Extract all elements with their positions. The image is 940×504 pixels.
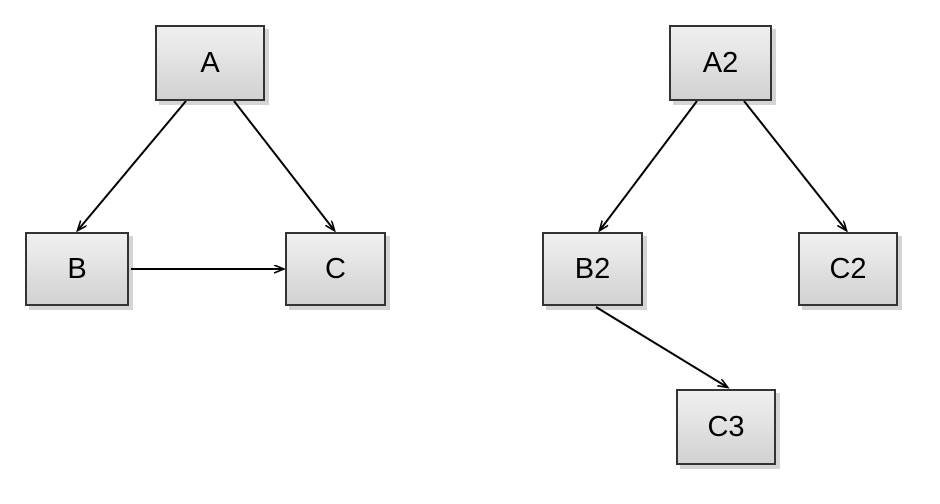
node-label-a2: A2 [702, 46, 739, 79]
node-b2[interactable]: B2 [542, 232, 643, 306]
edge-a-to-b [78, 100, 187, 230]
edge-lines [78, 100, 846, 387]
node-label-b2: B2 [574, 252, 611, 285]
node-label-c: C [325, 252, 346, 285]
edge-a2-to-b2 [600, 100, 698, 230]
node-a2[interactable]: A2 [669, 25, 772, 101]
node-label-b: B [67, 252, 87, 285]
node-label-c2: C2 [829, 252, 867, 285]
node-b[interactable]: B [25, 232, 129, 306]
node-c3[interactable]: C3 [676, 389, 776, 465]
edge-a2-to-c2 [743, 100, 846, 230]
node-c[interactable]: C [285, 232, 386, 306]
edge-b2-to-c3 [595, 306, 727, 387]
node-label-a: A [200, 46, 220, 79]
edge-a-to-c [233, 100, 334, 230]
node-a[interactable]: A [155, 25, 265, 101]
node-c2[interactable]: C2 [798, 232, 898, 306]
node-label-c3: C3 [707, 410, 745, 443]
